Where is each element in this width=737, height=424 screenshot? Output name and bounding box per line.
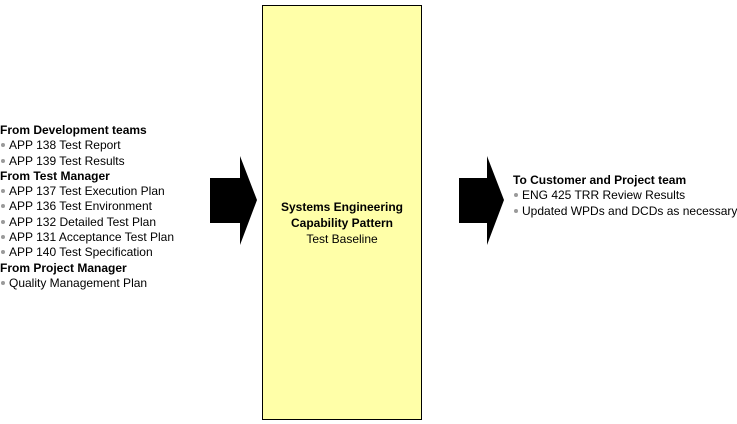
bullet-icon — [1, 158, 5, 163]
input-item-label: APP 140 Test Specification — [9, 245, 153, 260]
outputs-list: To Customer and Project team ENG 425 TRR… — [513, 173, 737, 219]
bullet-icon — [1, 250, 5, 255]
box-title-line2: Capability Pattern — [290, 216, 394, 230]
box-title-line1: Systems Engineering — [280, 200, 404, 214]
input-item-label: APP 132 Detailed Test Plan — [9, 214, 156, 229]
input-item-label: APP 138 Test Report — [9, 138, 121, 153]
bullet-icon — [1, 204, 5, 209]
output-item-label: Updated WPDs and DCDs as necessary — [522, 203, 737, 218]
bullet-icon — [1, 189, 5, 194]
output-item: Updated WPDs and DCDs as necessary — [513, 204, 737, 219]
input-group-test-manager: From Test Manager APP 137 Test Execution… — [0, 169, 215, 261]
input-item-label: APP 139 Test Results — [9, 153, 125, 168]
input-item-label: APP 137 Test Execution Plan — [9, 184, 165, 199]
input-item: APP 139 Test Results — [0, 154, 215, 169]
input-group-project-manager: From Project Manager Quality Management … — [0, 261, 215, 292]
output-item-label: ENG 425 TRR Review Results — [522, 188, 686, 203]
input-item: APP 138 Test Report — [0, 138, 215, 153]
capability-pattern-box: Systems Engineering Capability Pattern T… — [262, 5, 422, 420]
input-item: APP 131 Acceptance Test Plan — [0, 230, 215, 245]
input-group-title: From Project Manager — [0, 260, 127, 275]
bullet-icon — [1, 219, 5, 224]
bullet-icon — [514, 208, 518, 213]
input-item: APP 136 Test Environment — [0, 199, 215, 214]
input-item: APP 140 Test Specification — [0, 245, 215, 260]
input-item-label: APP 136 Test Environment — [9, 199, 152, 214]
input-group-title: From Development teams — [0, 123, 147, 137]
output-arrow-icon — [459, 156, 504, 245]
inputs-list: From Development teams APP 138 Test Repo… — [0, 123, 215, 291]
capability-pattern-label: Systems Engineering Capability Pattern T… — [263, 199, 421, 247]
input-arrow-icon — [210, 156, 257, 245]
bullet-icon — [1, 280, 5, 285]
box-subtitle: Test Baseline — [306, 232, 378, 246]
output-item: ENG 425 TRR Review Results — [513, 188, 737, 203]
bullet-icon — [1, 235, 5, 240]
input-item: APP 132 Detailed Test Plan — [0, 215, 215, 230]
bullet-icon — [514, 193, 518, 198]
input-item-label: APP 131 Acceptance Test Plan — [9, 230, 175, 245]
input-group-title: From Test Manager — [0, 168, 110, 183]
bullet-icon — [1, 143, 5, 148]
input-item: APP 137 Test Execution Plan — [0, 184, 215, 199]
input-item: Quality Management Plan — [0, 276, 215, 291]
input-item-label: Quality Management Plan — [9, 275, 148, 290]
output-group-title: To Customer and Project team — [513, 173, 687, 187]
input-group-development: From Development teams APP 138 Test Repo… — [0, 123, 215, 169]
